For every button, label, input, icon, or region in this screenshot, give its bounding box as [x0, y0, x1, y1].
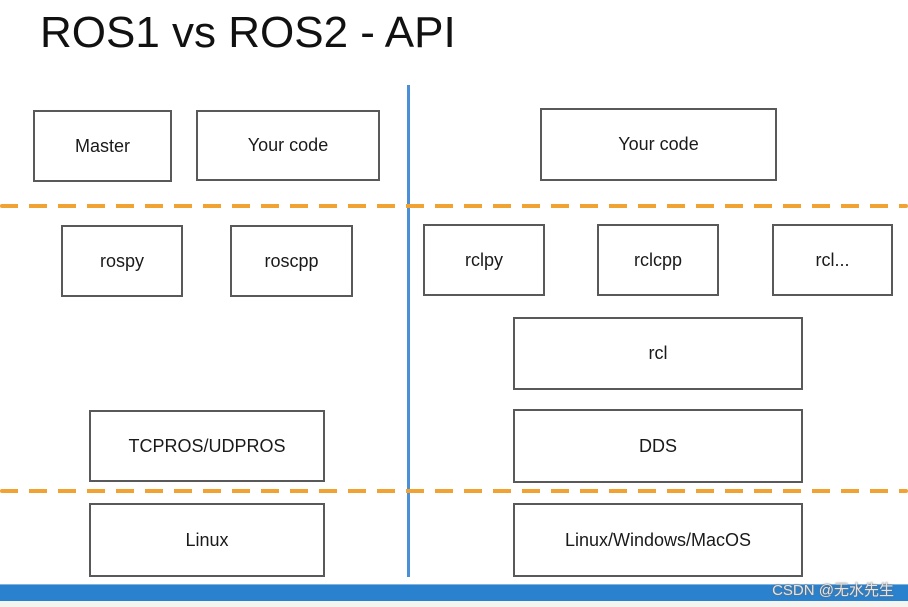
ros1-ros2-divider-line [407, 85, 410, 577]
bottom-page-strip [0, 601, 908, 607]
box-ros1-master: Master [33, 110, 172, 182]
box-ros2-rclpy: rclpy [423, 224, 545, 296]
user-api-boundary-dashed-line [0, 204, 908, 208]
slide-title: ROS1 vs ROS2 - API [40, 8, 456, 57]
box-ros2-rcl: rcl [513, 317, 803, 390]
box-ros2-rclcpp: rclcpp [597, 224, 719, 296]
box-ros1-tcpros-udpros: TCPROS/UDPROS [89, 410, 325, 482]
bottom-blue-bar [0, 584, 908, 601]
box-ros2-your-code: Your code [540, 108, 777, 181]
box-ros2-os: Linux/Windows/MacOS [513, 503, 803, 577]
box-ros1-roscpp: roscpp [230, 225, 353, 297]
csdn-watermark: CSDN @无水先生 [772, 582, 894, 599]
box-ros1-linux: Linux [89, 503, 325, 577]
box-ros2-rcl-other: rcl... [772, 224, 893, 296]
box-ros1-your-code: Your code [196, 110, 380, 181]
middleware-os-boundary-dashed-line [0, 489, 908, 493]
box-ros1-rospy: rospy [61, 225, 183, 297]
box-ros2-dds: DDS [513, 409, 803, 483]
